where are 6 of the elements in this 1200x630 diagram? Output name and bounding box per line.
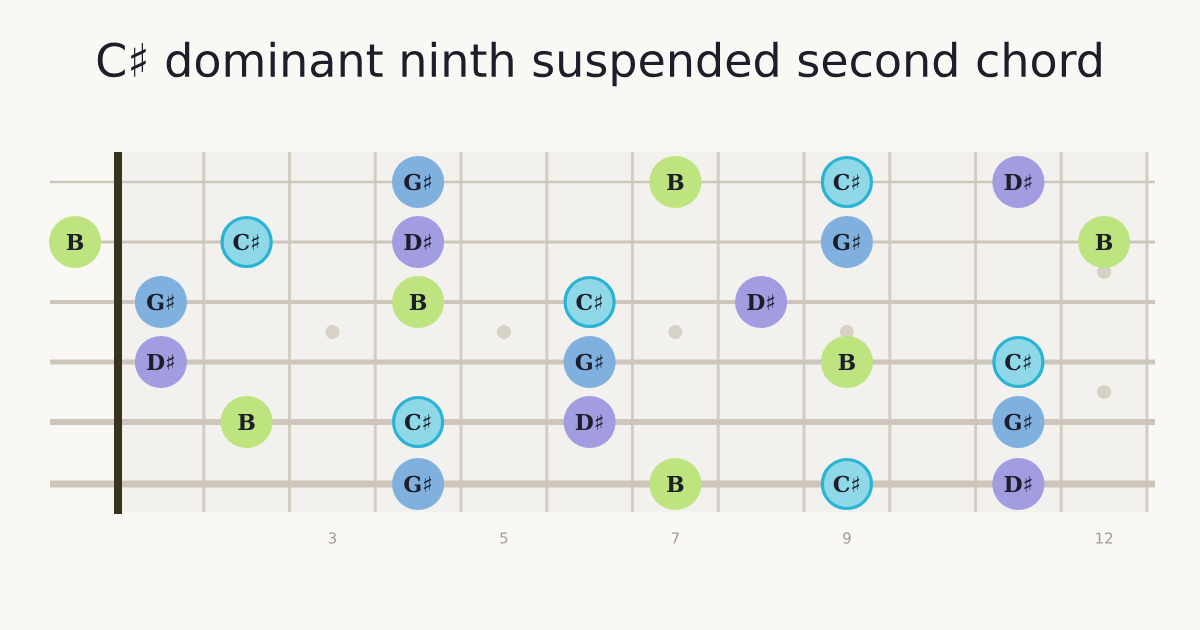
fret-number: 7	[671, 532, 679, 544]
fret-number: 9	[843, 532, 851, 544]
fret-number: 5	[500, 532, 508, 544]
title: C♯ dominant ninth suspended second chord	[97, 41, 1101, 87]
fret-number: 3	[328, 532, 336, 544]
fret-number: 12	[1096, 532, 1113, 544]
